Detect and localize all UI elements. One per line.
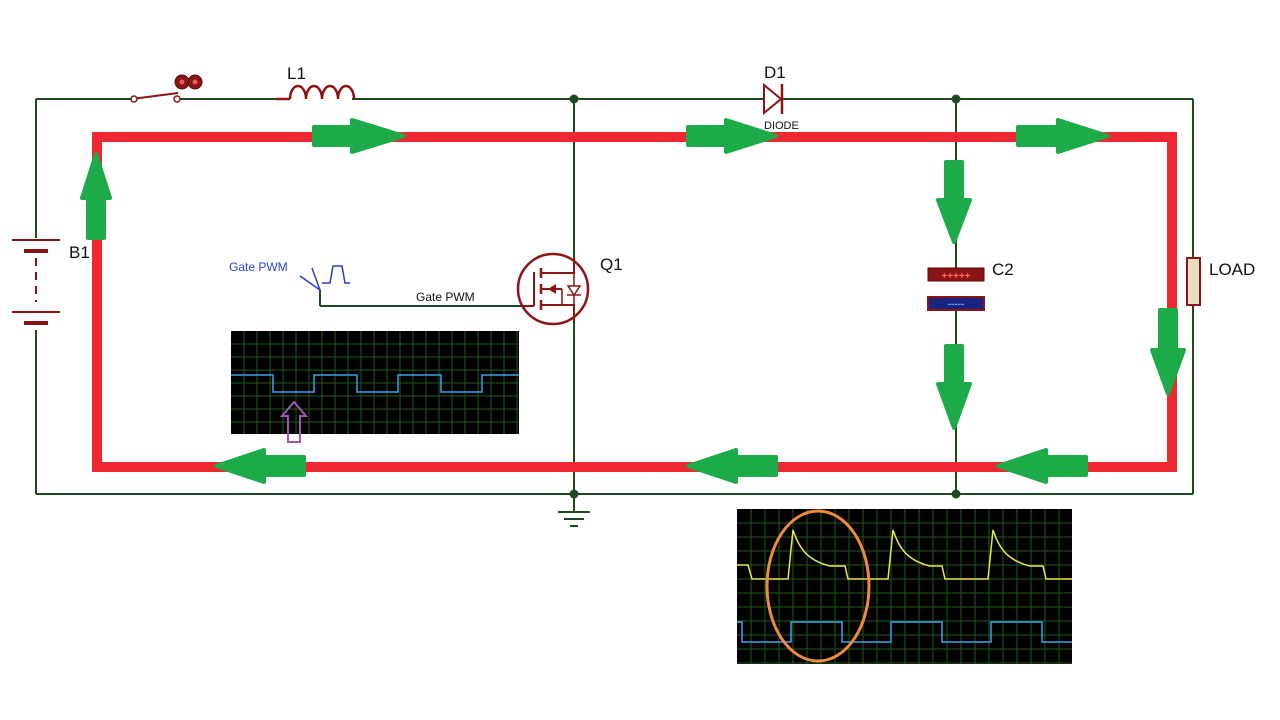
ground-icon xyxy=(558,511,590,527)
current-arrows xyxy=(80,118,1186,484)
arrow-down-cap-2 xyxy=(936,344,972,430)
battery-icon xyxy=(12,239,60,325)
capacitor-minus-marks: ----- xyxy=(948,299,965,310)
highlight-ellipse xyxy=(765,509,871,663)
arrow-right-top-2 xyxy=(686,118,778,154)
current-path-loop xyxy=(92,132,1177,472)
scope-output xyxy=(737,509,1072,664)
arrow-down-right xyxy=(1150,308,1186,396)
scope-gate-grid xyxy=(231,331,519,434)
inductor-coil-icon xyxy=(276,84,356,101)
trace-gate-pwm xyxy=(231,374,519,393)
capacitor-plus-marks: +++++ xyxy=(941,271,970,282)
arrow-up-left xyxy=(80,152,112,240)
scope-output-grid xyxy=(737,509,1072,664)
trace-output-gate xyxy=(737,621,1072,643)
gate-pwm-generator-label: Gate PWM xyxy=(229,260,288,274)
pointer-up-arrow-icon xyxy=(279,400,309,443)
gate-pwm-net-label: Gate PWM xyxy=(416,290,475,304)
arrow-right-top-1 xyxy=(312,118,406,154)
diode-ref-label: D1 xyxy=(764,63,786,82)
arrow-left-bottom-2 xyxy=(686,448,778,484)
arrow-left-bottom-3 xyxy=(996,448,1088,484)
arrow-down-cap-1 xyxy=(936,160,972,244)
scope-gate-pwm xyxy=(231,331,519,434)
capacitor-icon xyxy=(927,267,985,311)
arrow-right-top-3 xyxy=(1016,118,1110,154)
diode-type-label: DIODE xyxy=(764,120,799,132)
capacitor-label: C2 xyxy=(992,260,1014,279)
diode-icon xyxy=(763,82,784,116)
mosfet-icon xyxy=(516,252,590,326)
battery-label: B1 xyxy=(69,243,90,262)
circuit-wires xyxy=(35,98,1194,512)
switch-icon xyxy=(130,74,203,103)
trace-output-voltage xyxy=(737,529,1072,580)
load-label: LOAD xyxy=(1209,260,1255,279)
resistor-icon xyxy=(1186,257,1201,306)
inductor-label: L1 xyxy=(287,64,306,83)
arrow-left-bottom-1 xyxy=(214,448,306,484)
mosfet-label: Q1 xyxy=(600,255,623,274)
pulse-generator-icon xyxy=(299,265,350,292)
junction-dots xyxy=(569,94,961,499)
